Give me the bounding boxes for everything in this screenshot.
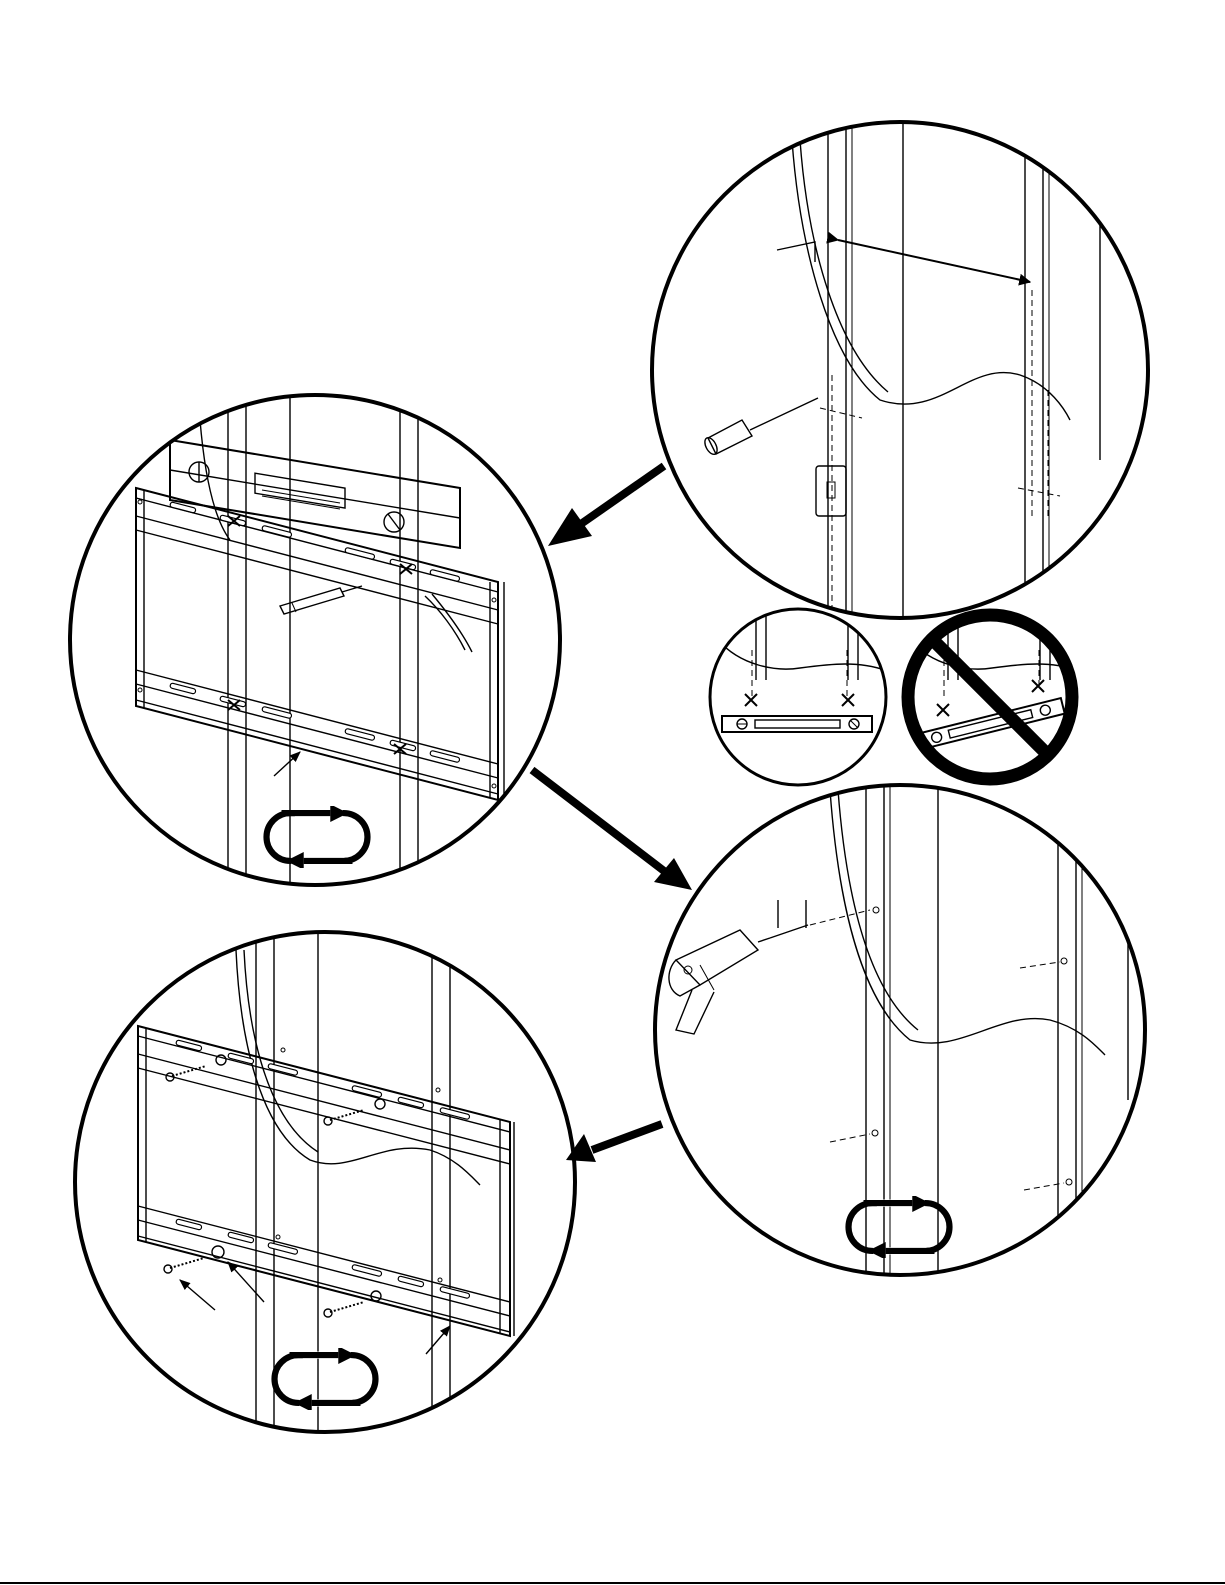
prohibited-icon [908,615,1072,779]
panel-locate-studs [652,110,1148,620]
drill-bit-depth-mark [778,900,806,928]
wall-plate [136,488,504,800]
flow-arrow-icon [566,1124,662,1162]
pencil-icon [280,586,362,614]
panel-drill-pilot-holes [655,780,1145,1280]
repeat-cycle-icon [267,804,368,870]
panel-level-and-mark [70,390,560,900]
level-icon [722,716,872,732]
mounting-slots-bottom [170,683,460,763]
panel-attach-wall-plate [75,930,575,1440]
stud-marks [820,290,1060,620]
hole-mark [842,694,854,706]
stud-spacing-arrow [838,240,1030,282]
flow-arrows [532,466,692,1162]
hole-mark [937,704,949,716]
flow-arrow-icon [532,770,692,890]
page-bottom-rule [0,1582,1225,1584]
wall-studs [256,930,450,1440]
lag-bolt-icon [164,1066,364,1317]
wall-studs [228,390,418,900]
level-icon [170,440,460,548]
panel-level-correct [710,609,890,785]
callout-arrow [274,752,300,776]
repeat-cycle-icon [849,1194,950,1260]
drill-icon [669,925,808,1034]
panel-level-incorrect [908,610,1082,779]
callout-arrow [426,1326,450,1354]
hole-mark [1032,680,1044,692]
wall-plate [138,1026,514,1336]
screwdriver-icon [702,398,818,456]
repeat-cycle-icon [275,1346,376,1412]
callout-arrow [180,1280,215,1310]
outlet-plate [816,466,846,516]
hole-mark [745,694,757,706]
wall-studs [828,110,1100,620]
wall-cutaway-edge [792,140,1070,420]
mounting-slots-top [176,1040,470,1120]
flow-arrow-icon [548,466,664,546]
